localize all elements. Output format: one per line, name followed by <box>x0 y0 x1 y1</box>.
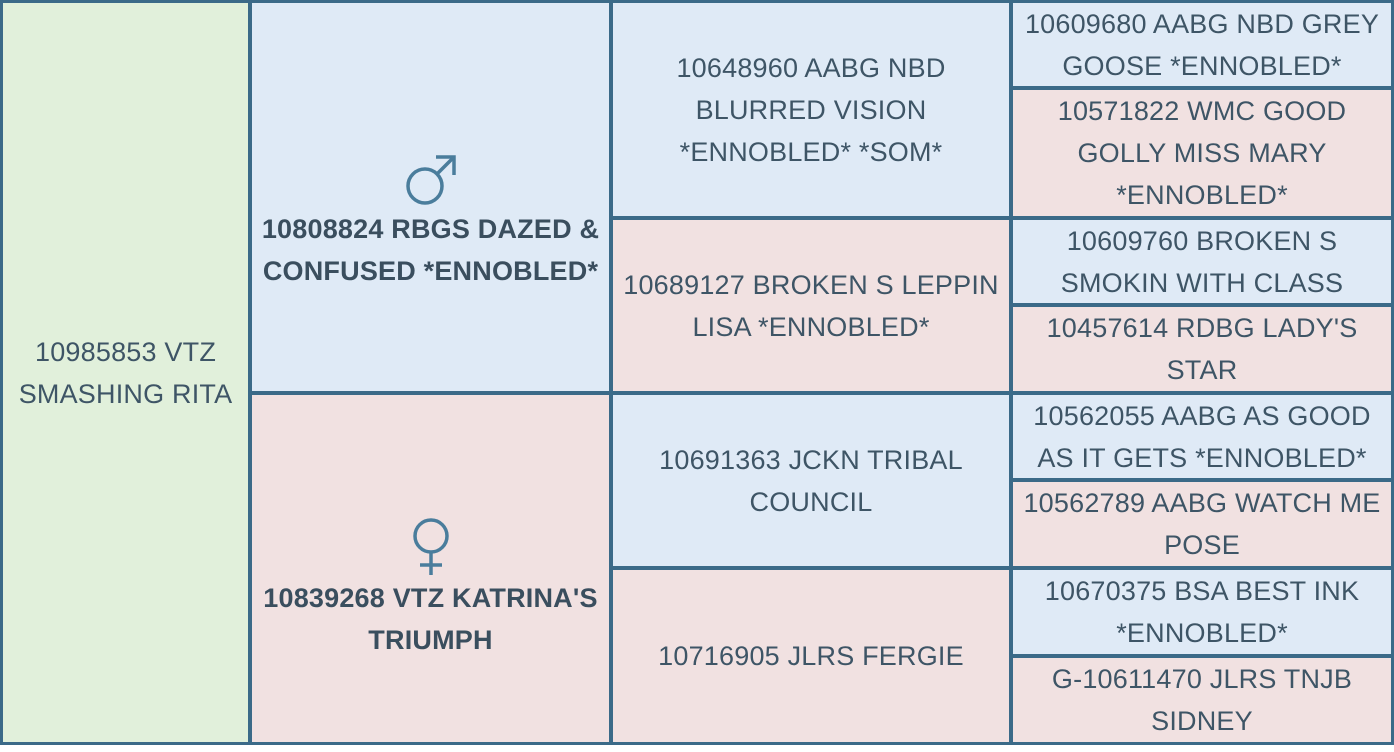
sire-dam-dam-name: 10457614 RDBG LADY'S STAR <box>1046 313 1358 385</box>
sire-sire-sire-name: 10609680 AABG NBD GREY GOOSE *ENNOBLED* <box>1024 8 1380 81</box>
sire-dam-dam-cell[interactable]: 10457614 RDBG LADY'S STAR <box>1013 307 1391 391</box>
dam-sire-sire-name: 10562055 AABG AS GOOD AS IT GETS *ENNOBL… <box>1033 400 1371 473</box>
sire-sire-name: 10648960 AABG NBD BLURRED VISION *ENNOBL… <box>676 52 946 167</box>
sire-name: 10808824 RBGS DAZED & CONFUSED *ENNOBLED… <box>261 214 600 286</box>
subject-cell: 10985853 VTZ SMASHING RITA <box>3 3 248 742</box>
sire-cell[interactable]: 10808824 RBGS DAZED & CONFUSED *ENNOBLED… <box>252 3 609 391</box>
dam-sire-cell[interactable]: 10691363 JCKN TRIBAL COUNCIL <box>613 395 1009 566</box>
dam-cell[interactable]: 10839268 VTZ KATRINA'S TRIUMPH <box>252 395 609 742</box>
dam-dam-dam-name: G-10611470 JLRS TNJB SIDNEY <box>1051 664 1353 736</box>
dam-dam-sire-cell[interactable]: 10670375 BSA BEST INK *ENNOBLED* <box>1013 570 1391 654</box>
sire-sire-cell[interactable]: 10648960 AABG NBD BLURRED VISION *ENNOBL… <box>613 3 1009 216</box>
sire-dam-sire-name: 10609760 BROKEN S SMOKIN WITH CLASS <box>1060 225 1344 298</box>
dam-dam-cell[interactable]: 10716905 JLRS FERGIE <box>613 570 1009 742</box>
dam-dam-sire-name: 10670375 BSA BEST INK *ENNOBLED* <box>1044 576 1360 648</box>
sire-dam-cell[interactable]: 10689127 BROKEN S LEPPIN LISA *ENNOBLED* <box>613 220 1009 391</box>
female-symbol-icon <box>409 517 453 577</box>
dam-sire-dam-cell[interactable]: 10562789 AABG WATCH ME POSE <box>1013 482 1391 566</box>
dam-name: 10839268 VTZ KATRINA'S TRIUMPH <box>263 582 598 655</box>
sire-dam-name: 10689127 BROKEN S LEPPIN LISA *ENNOBLED* <box>623 269 999 342</box>
dam-sire-name: 10691363 JCKN TRIBAL COUNCIL <box>659 444 963 517</box>
sire-sire-sire-cell[interactable]: 10609680 AABG NBD GREY GOOSE *ENNOBLED* <box>1013 3 1391 86</box>
dam-dam-dam-cell[interactable]: G-10611470 JLRS TNJB SIDNEY <box>1013 658 1391 742</box>
male-symbol-icon <box>403 152 459 208</box>
sire-sire-dam-name: 10571822 WMC GOOD GOLLY MISS MARY *ENNOB… <box>1057 96 1347 210</box>
sire-sire-dam-cell[interactable]: 10571822 WMC GOOD GOLLY MISS MARY *ENNOB… <box>1013 90 1391 216</box>
dam-sire-dam-name: 10562789 AABG WATCH ME POSE <box>1023 488 1381 560</box>
dam-sire-sire-cell[interactable]: 10562055 AABG AS GOOD AS IT GETS *ENNOBL… <box>1013 395 1391 478</box>
subject-name: 10985853 VTZ SMASHING RITA <box>18 336 233 409</box>
sire-dam-sire-cell[interactable]: 10609760 BROKEN S SMOKIN WITH CLASS <box>1013 220 1391 303</box>
dam-dam-name: 10716905 JLRS FERGIE <box>658 641 964 671</box>
